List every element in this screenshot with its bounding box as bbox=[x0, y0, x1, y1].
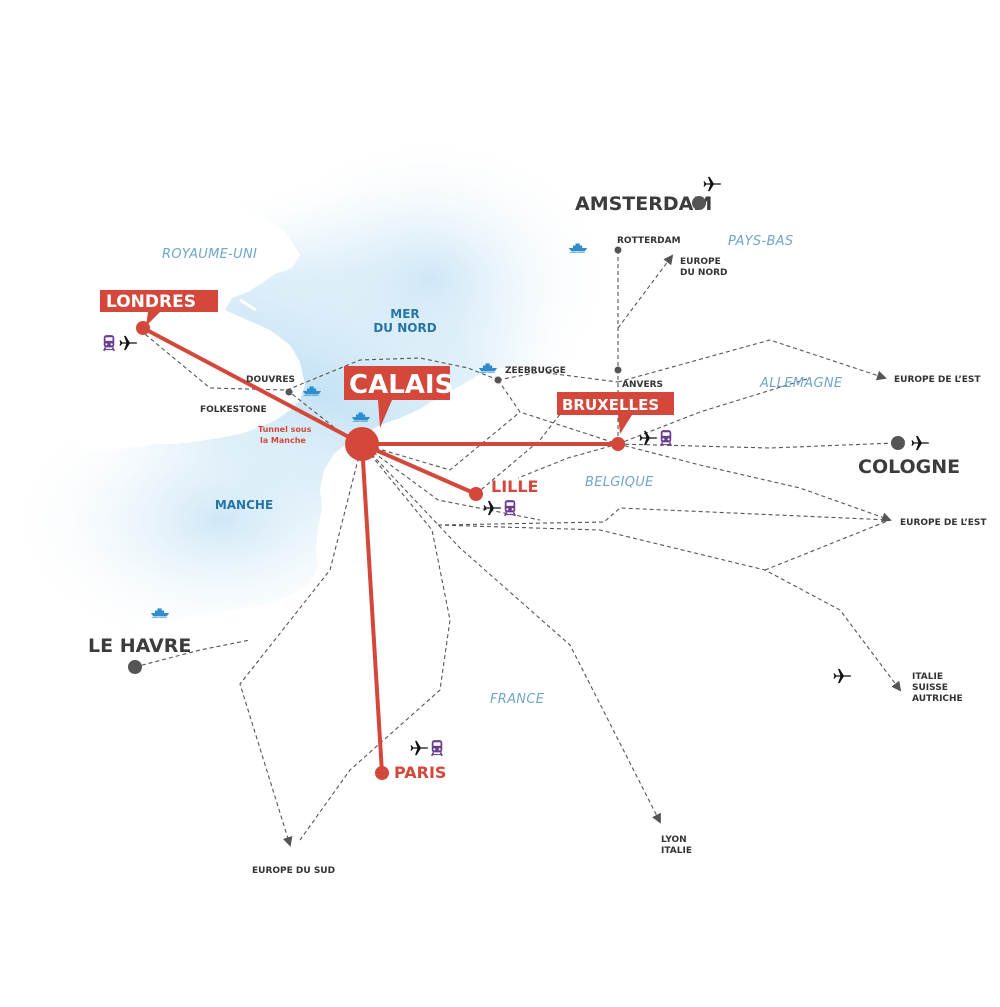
dest-italie-line2: SUISSE bbox=[912, 683, 948, 693]
uk-landmass bbox=[40, 195, 305, 450]
city-lille: LILLE bbox=[469, 477, 538, 501]
svg-text:LE HAVRE: LE HAVRE bbox=[88, 635, 191, 657]
region-belgique: BELGIQUE bbox=[585, 475, 654, 490]
dest-lyon-line1: LYON bbox=[661, 835, 687, 845]
continent-landmass bbox=[0, 200, 1000, 1007]
port-zeebrugge: ZEEBRUGGE bbox=[494, 366, 566, 384]
svg-text:COLOGNE: COLOGNE bbox=[858, 456, 960, 478]
svg-text:DOUVRES: DOUVRES bbox=[246, 375, 295, 385]
svg-text:ROTTERDAM: ROTTERDAM bbox=[617, 236, 681, 246]
city-paris: PARIS bbox=[375, 763, 446, 782]
city-cologne: COLOGNE bbox=[858, 436, 960, 478]
svg-text:ANVERS: ANVERS bbox=[622, 380, 663, 390]
svg-text:BRUXELLES: BRUXELLES bbox=[562, 396, 659, 414]
svg-text:ZEEBRUGGE: ZEEBRUGGE bbox=[505, 366, 566, 376]
calais-links bbox=[141, 326, 620, 775]
uk-coast-detail bbox=[228, 203, 272, 342]
dest-europe-nord-line1: EUROPE bbox=[680, 257, 721, 267]
dest-europe-est-2: EUROPE DE L’EST bbox=[900, 518, 987, 528]
route-network bbox=[134, 250, 902, 847]
svg-text:AMSTERDAM: AMSTERDAM bbox=[575, 193, 712, 215]
dest-italie-line1: ITALIE bbox=[912, 672, 943, 682]
city-le-havre: LE HAVRE bbox=[88, 635, 191, 674]
region-pays-bas: PAYS-BAS bbox=[728, 234, 793, 249]
region-france: FRANCE bbox=[490, 692, 545, 707]
svg-text:PARIS: PARIS bbox=[394, 763, 446, 782]
dest-lyon-line2: ITALIE bbox=[661, 846, 692, 856]
city-calais: CALAIS bbox=[344, 366, 453, 461]
sea-mer-line1: MER bbox=[390, 307, 419, 321]
svg-text:LONDRES: LONDRES bbox=[106, 292, 196, 312]
tunnel-label-line1: Tunnel sous bbox=[258, 425, 312, 434]
dest-italie-line3: AUTRICHE bbox=[912, 694, 963, 704]
plane-icon bbox=[703, 176, 722, 192]
sea-manche: MANCHE bbox=[215, 498, 273, 512]
city-amsterdam: AMSTERDAM bbox=[575, 193, 712, 215]
svg-text:LILLE: LILLE bbox=[491, 477, 538, 496]
port-rotterdam: ROTTERDAM bbox=[614, 236, 681, 254]
svg-text:CALAIS: CALAIS bbox=[349, 370, 453, 400]
dest-europe-sud: EUROPE DU SUD bbox=[252, 866, 335, 876]
port-anvers: ANVERS bbox=[614, 366, 663, 390]
region-royaume-uni: ROYAUME-UNI bbox=[162, 247, 257, 262]
port-douvres: DOUVRES bbox=[246, 375, 295, 396]
dest-europe-nord-line2: DU NORD bbox=[680, 268, 728, 278]
city-bruxelles: BRUXELLES bbox=[557, 392, 674, 451]
region-allemagne: ALLEMAGNE bbox=[759, 376, 843, 391]
sea-mer-line2: DU NORD bbox=[373, 321, 436, 335]
dest-europe-est-1: EUROPE DE L’EST bbox=[894, 375, 981, 385]
tunnel-label-line2: la Manche bbox=[260, 436, 306, 445]
port-folkestone: FOLKESTONE bbox=[200, 405, 267, 415]
city-londres: LONDRES bbox=[100, 290, 218, 335]
